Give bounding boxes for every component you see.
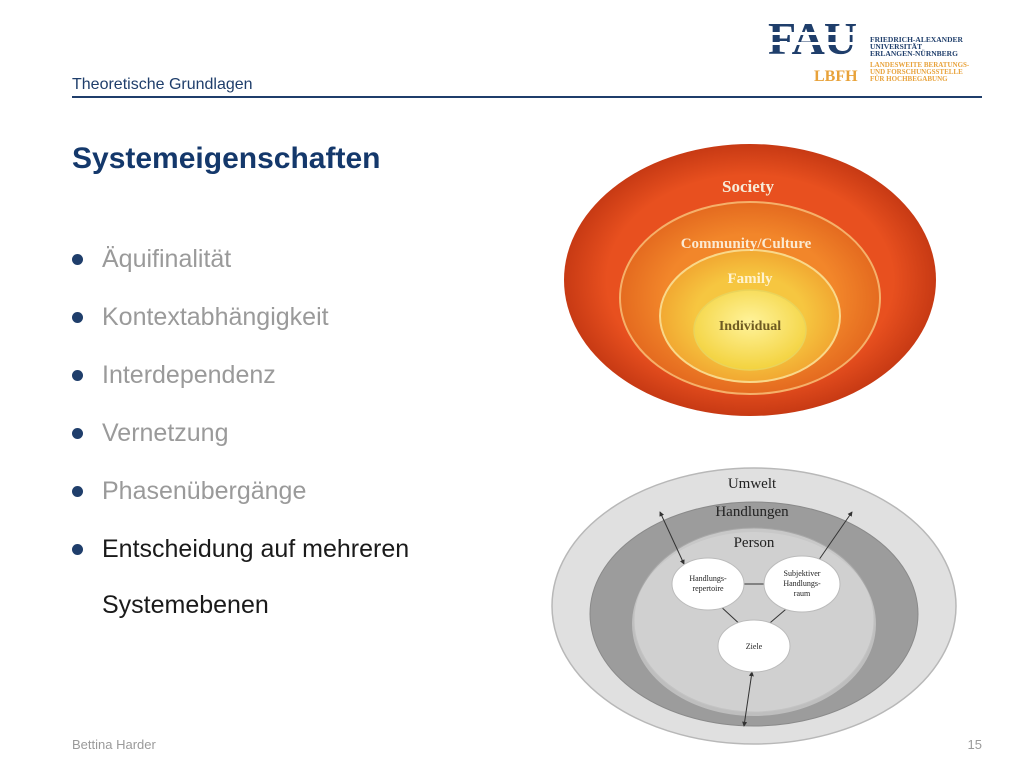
bullet-item: Vernetzung — [72, 404, 409, 462]
node-handlungsrepertoire — [671, 557, 745, 611]
page-number: 15 — [967, 737, 982, 752]
logo-brand: FAU — [768, 14, 857, 64]
node-handlungsraum — [763, 555, 841, 613]
bullet-item: Kontextabhängigkeit — [72, 288, 409, 346]
node-raum-line2: Handlungs- — [783, 579, 821, 588]
node-raum-line3: raum — [794, 589, 811, 598]
node-raum-line1: Subjektiver — [784, 569, 821, 578]
bullet-item: Phasenübergänge — [72, 462, 409, 520]
bullet-dot-icon — [72, 254, 83, 265]
ring-individual — [693, 289, 807, 371]
slide-title: Systemeigenschaften — [72, 142, 381, 175]
bullet-dot-icon — [72, 312, 83, 323]
bullet-list: Äquifinalität Kontextabhängigkeit Interd… — [72, 230, 409, 634]
bullet-item: Interdependenz — [72, 346, 409, 404]
bullet-item: Äquifinalität — [72, 230, 409, 288]
label-umwelt: Umwelt — [728, 476, 777, 492]
bullet-dot-icon — [72, 544, 83, 555]
logo-line5: UND FORSCHUNGSSTELLE — [870, 68, 963, 76]
bullet-dot-icon — [72, 428, 83, 439]
label-society: Society — [722, 177, 774, 196]
logo-sub: LBFH — [814, 68, 858, 85]
node-ziele — [717, 619, 791, 673]
section-title: Theoretische Grundlagen — [72, 76, 253, 93]
logo-line1: FRIEDRICH-ALEXANDER — [870, 35, 964, 44]
bullet-dot-icon — [72, 486, 83, 497]
logo-line6: FÜR HOCHBEGABUNG — [870, 75, 948, 83]
node-repertoire-line1: Handlungs- — [689, 574, 727, 583]
bullet-item: Entscheidung auf mehreren — [72, 520, 409, 578]
node-repertoire-line2: repertoire — [692, 584, 724, 593]
footer-author: Bettina Harder — [72, 737, 156, 752]
logo-line2: UNIVERSITÄT — [870, 42, 922, 51]
node-ziele-label: Ziele — [746, 642, 763, 651]
header-rule — [72, 96, 982, 98]
fau-logo: FAU LBFH FRIEDRICH-ALEXANDER UNIVERSITÄT… — [766, 14, 970, 85]
bullet-continuation: Systemebenen — [102, 591, 269, 619]
label-individual: Individual — [719, 319, 781, 334]
logo-line3: ERLANGEN-NÜRNBERG — [870, 49, 958, 58]
label-community: Community/Culture — [681, 236, 812, 252]
label-handlungen: Handlungen — [715, 504, 789, 520]
label-family: Family — [728, 271, 773, 287]
logo-line4: LANDESWEITE BERATUNGS- — [870, 61, 970, 69]
bullet-dot-icon — [72, 370, 83, 381]
label-person: Person — [734, 535, 775, 551]
society-diagram: Society Community/Culture Family Individ… — [564, 144, 936, 416]
umwelt-diagram: Umwelt Handlungen Person Handlungs- repe… — [551, 467, 957, 745]
